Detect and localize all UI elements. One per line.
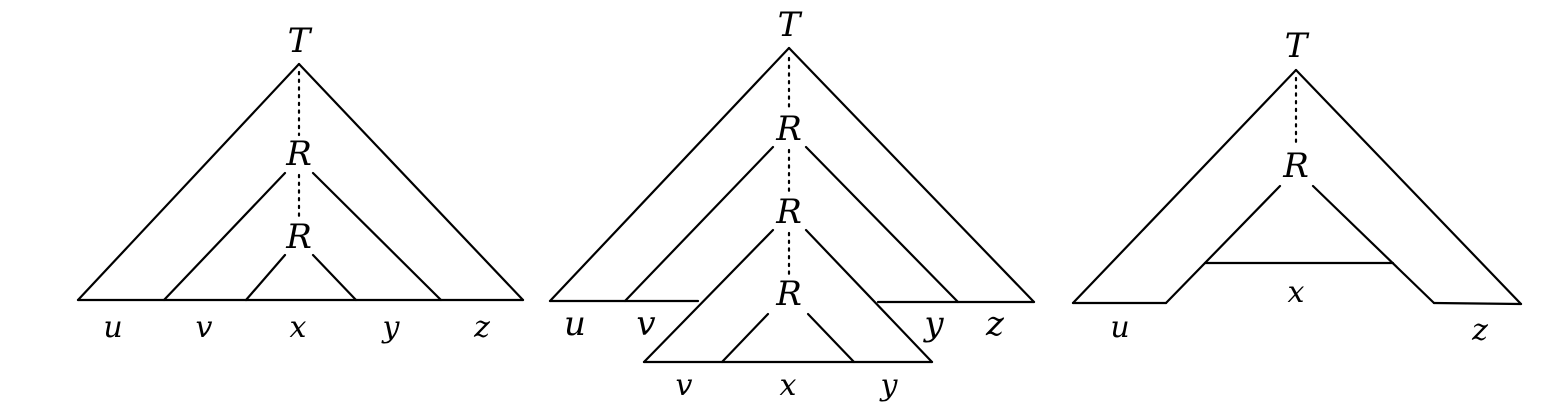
yield-inner-x: x — [780, 368, 797, 403]
yield-z: z — [985, 304, 1005, 344]
figure-3-pumped-down-tree: T R u x z — [1071, 26, 1523, 348]
first-R-triangle — [623, 145, 960, 304]
label-R-inner: R — [775, 274, 802, 314]
yield-labels: u v x y z — [103, 310, 490, 345]
yield-u: u — [564, 304, 586, 344]
yield-labels: u x z — [1110, 275, 1488, 348]
label-T: T — [778, 5, 803, 45]
middle-triangle-R — [162, 171, 443, 302]
inner-yield-labels: v x y — [676, 368, 899, 403]
yield-y: y — [381, 310, 401, 345]
label-R-second: R — [775, 192, 802, 232]
label-T: T — [288, 21, 313, 61]
yield-inner-y: y — [879, 368, 899, 403]
label-T: T — [1285, 26, 1310, 66]
second-R-triangle — [642, 228, 934, 364]
yield-z: z — [473, 310, 490, 345]
label-R-first: R — [775, 109, 802, 149]
outer-triangle-T — [548, 46, 1036, 304]
figure-1-derivation-tree: T R R u v x y z — [76, 21, 525, 345]
yield-u: u — [1110, 310, 1129, 345]
yield-x: x — [290, 310, 307, 345]
yield-x: x — [1288, 275, 1305, 310]
label-R-outer: R — [285, 134, 312, 174]
yield-v: v — [636, 304, 655, 344]
outer-shape-T — [1071, 68, 1523, 306]
figure-2-pumped-tree: T R R R u v y z v x y — [548, 5, 1036, 403]
outer-triangle-T — [76, 62, 525, 302]
label-R-inner: R — [285, 217, 312, 257]
inner-R-triangle — [720, 312, 856, 364]
yield-inner-v: v — [676, 368, 693, 403]
yield-z: z — [1471, 313, 1488, 348]
yield-u: u — [103, 310, 122, 345]
yield-y: y — [922, 304, 944, 344]
outer-yield-labels: u v y z — [564, 304, 1005, 344]
yield-v: v — [196, 310, 213, 345]
inner-R-subtree — [1164, 184, 1436, 305]
inner-triangle-R — [244, 253, 358, 302]
label-R: R — [1282, 146, 1309, 186]
